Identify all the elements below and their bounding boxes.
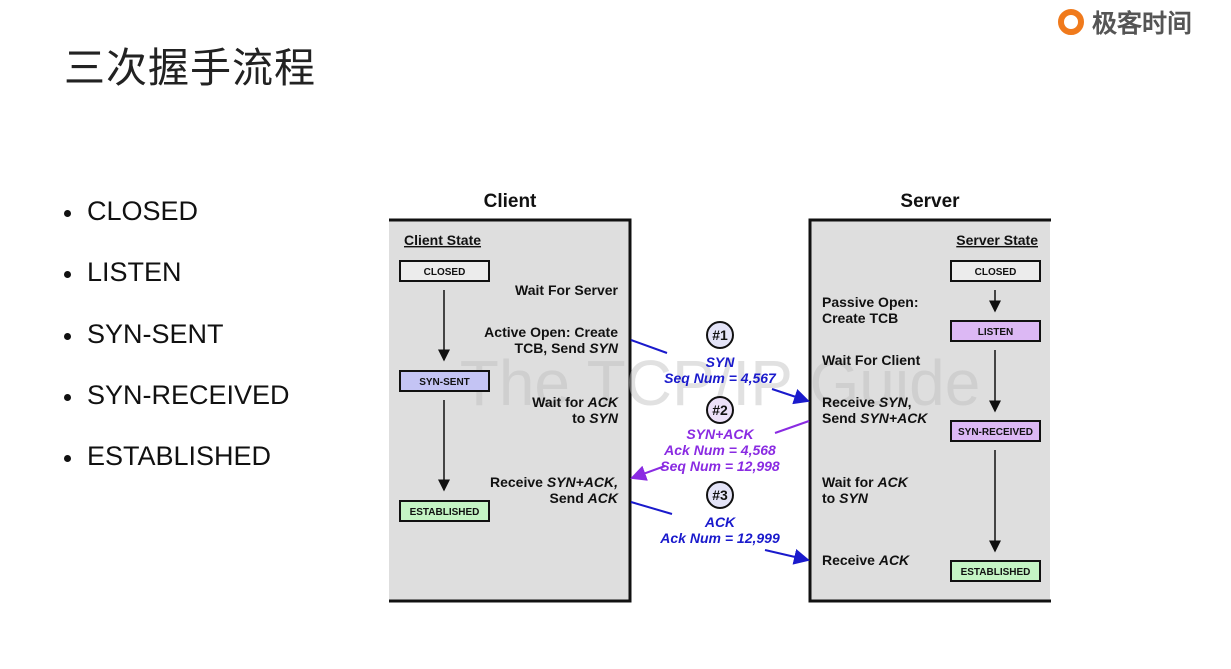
- client-state-syn-sent: SYN-SENT: [399, 370, 490, 392]
- server-state-label: Server State: [956, 232, 1038, 248]
- server-note: Receive SYN,: [822, 394, 912, 410]
- slide-title: 三次握手流程: [64, 44, 316, 92]
- client-state-established: ESTABLISHED: [399, 500, 490, 522]
- list-item: SYN-SENT: [62, 319, 290, 380]
- client-state-closed: CLOSED: [399, 260, 490, 282]
- server-note: Create TCB: [822, 310, 898, 326]
- client-note: TCB, Send SYN: [515, 340, 619, 356]
- arrow-segment: [630, 501, 673, 515]
- logo-text: 极客时间: [1092, 9, 1193, 38]
- server-note: Passive Open:: [822, 294, 919, 310]
- list-item: SYN-RECEIVED: [62, 380, 290, 441]
- svg-text:SYN-SENT: SYN-SENT: [419, 377, 470, 388]
- bullet-icon: [64, 393, 71, 401]
- list-item-text: SYN-RECEIVED: [87, 379, 290, 410]
- svg-text:ACK: ACK: [704, 514, 736, 530]
- svg-text:SYN: SYN: [706, 354, 736, 370]
- server-header: Server: [900, 191, 960, 212]
- svg-text:Ack Num = 4,568: Ack Num = 4,568: [663, 442, 776, 458]
- arrow-head: [764, 549, 810, 565]
- bullet-icon: [64, 455, 71, 463]
- svg-text:#3: #3: [712, 487, 728, 503]
- server-state-syn-received: SYN-RECEIVED: [950, 420, 1041, 442]
- step-badge: [706, 481, 734, 509]
- server-panel-border: [808, 218, 1051, 603]
- state-list: CLOSED LISTEN SYN-SENT SYN-RECEIVED ESTA…: [62, 196, 290, 502]
- svg-text:Ack Num = 12,999: Ack Num = 12,999: [659, 530, 780, 546]
- svg-text:SYN+ACK: SYN+ACK: [686, 426, 754, 442]
- list-item: LISTEN: [62, 257, 290, 318]
- logo-icon: [1058, 9, 1084, 35]
- server-panel: [810, 220, 1050, 601]
- server-state-closed: CLOSED: [950, 260, 1041, 282]
- step-badge: [706, 396, 734, 424]
- svg-text:CLOSED: CLOSED: [975, 267, 1017, 278]
- bullet-icon: [64, 210, 71, 217]
- svg-text:SYN-RECEIVED: SYN-RECEIVED: [958, 427, 1033, 438]
- bullet-icon: [64, 332, 71, 340]
- client-panel: [389, 220, 629, 601]
- svg-text:ESTABLISHED: ESTABLISHED: [961, 567, 1031, 578]
- client-note: Wait for ACK: [532, 394, 619, 410]
- bullet-icon: [64, 271, 71, 279]
- svg-text:Seq Num = 4,567: Seq Num = 4,567: [664, 370, 777, 386]
- svg-text:LISTEN: LISTEN: [978, 327, 1014, 338]
- client-panel-border: [389, 218, 632, 603]
- arrow-head: [630, 465, 666, 481]
- svg-text:#1: #1: [712, 327, 728, 343]
- list-item: ESTABLISHED: [62, 441, 290, 502]
- client-state-label: Client State: [404, 232, 481, 248]
- list-item-text: SYN-SENT: [87, 318, 224, 349]
- client-note: Active Open: Create: [484, 324, 618, 340]
- svg-text:CLOSED: CLOSED: [424, 267, 466, 278]
- server-note: Receive ACK: [822, 552, 910, 568]
- step-badge: [706, 321, 734, 349]
- list-item-text: LISTEN: [87, 257, 182, 288]
- server-state-listen: LISTEN: [950, 320, 1041, 342]
- geektime-logo: 极客时间: [1058, 4, 1192, 40]
- server-note: to SYN: [822, 490, 869, 506]
- server-note: Wait for ACK: [822, 474, 909, 490]
- list-item-text: CLOSED: [87, 196, 199, 226]
- arrow-head: [771, 388, 810, 405]
- list-item-text: ESTABLISHED: [87, 441, 272, 472]
- list-item: CLOSED: [62, 196, 290, 257]
- message-syn-ack: #2 SYN+ACK Ack Num = 4,568 Seq Num = 12,…: [630, 396, 810, 481]
- svg-text:Seq Num = 12,998: Seq Num = 12,998: [660, 458, 780, 474]
- server-note: Wait For Client: [822, 352, 921, 368]
- client-note: Receive SYN+ACK,: [490, 474, 618, 490]
- server-state-established: ESTABLISHED: [950, 560, 1041, 582]
- svg-text:#2: #2: [712, 402, 728, 418]
- arrow-segment: [630, 339, 668, 354]
- svg-text:ESTABLISHED: ESTABLISHED: [410, 507, 480, 518]
- arrow-segment: [774, 420, 810, 434]
- client-note: to SYN: [572, 410, 619, 426]
- client-note: Send ACK: [550, 490, 619, 506]
- server-note: Send SYN+ACK: [822, 410, 928, 426]
- client-note: Wait For Server: [515, 282, 619, 298]
- message-ack: #3 ACK Ack Num = 12,999: [630, 481, 810, 565]
- message-syn: #1 SYN Seq Num = 4,567: [630, 321, 810, 405]
- client-header: Client: [484, 191, 537, 212]
